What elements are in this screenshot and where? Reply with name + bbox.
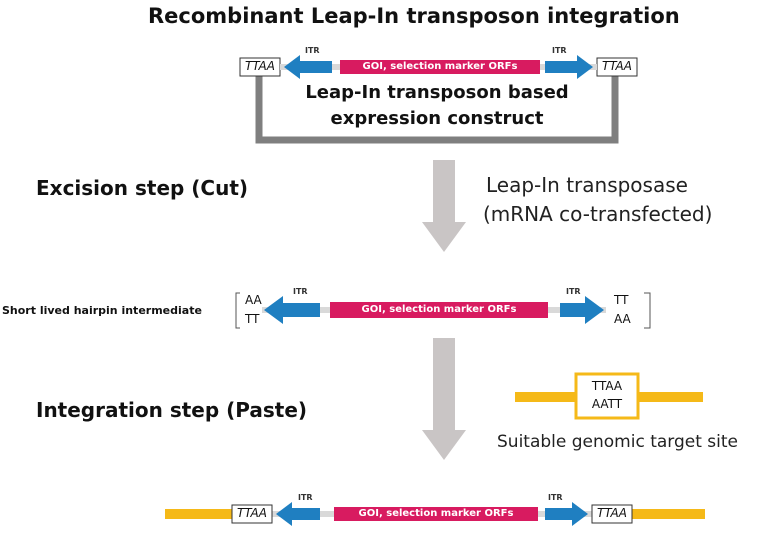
itr-left-arrow	[284, 55, 332, 79]
hairpin-right-bottom: AA	[614, 312, 631, 326]
result-itr-right-label: ITR	[548, 493, 563, 502]
itr-right-arrow	[560, 296, 604, 324]
hairpin-itr-right-label: ITR	[566, 287, 581, 296]
hairpin-goi-label: GOI, selection marker ORFs	[361, 304, 517, 315]
target-site-top: TTAA	[591, 379, 623, 393]
step-down-arrow	[422, 338, 466, 460]
hairpin-goi-bar	[330, 302, 548, 318]
integration-heading: Integration step (Paste)	[36, 398, 308, 422]
result-left-ttaa-box	[231, 504, 273, 524]
hairpin-left-top: AA	[245, 293, 262, 307]
hairpin-left-bracket	[235, 292, 240, 329]
construct-caption-line2: expression construct	[330, 108, 544, 129]
excision-note-line1: Leap-In transposase	[486, 173, 688, 197]
itr-left-arrow	[276, 502, 320, 526]
construct-goi-label: GOI, selection marker ORFs	[362, 61, 518, 72]
result-goi-label: GOI, selection marker ORFs	[358, 508, 514, 519]
itr-right-arrow	[545, 55, 593, 79]
itr-left-arrow	[264, 296, 320, 324]
result-right-ttaa-box	[591, 504, 633, 524]
construct-itr-right-label: ITR	[552, 46, 567, 55]
hairpin-left-bottom: TT	[245, 312, 260, 326]
excision-heading: Excision step (Cut)	[36, 176, 249, 200]
target-site-bottom: AATT	[591, 397, 623, 411]
result-itr-left-label: ITR	[298, 493, 313, 502]
construct-caption-line1: Leap-In transposon based	[305, 82, 569, 103]
construct-itr-left-label: ITR	[305, 46, 320, 55]
construct-backbone-bracket	[255, 76, 619, 144]
result-goi-bar	[334, 507, 538, 521]
itr-right-arrow	[545, 502, 588, 526]
hairpin-right-top: TT	[614, 293, 629, 307]
result-right-ttaa-label: TTAA	[597, 506, 627, 520]
page-title: Recombinant Leap-In transposon integrati…	[148, 4, 680, 28]
target-site-box	[574, 372, 640, 420]
hairpin-itr-left-label: ITR	[293, 287, 308, 296]
result-left-ttaa-label: TTAA	[237, 506, 267, 520]
step-down-arrow	[422, 160, 466, 252]
construct-right-ttaa-label: TTAA	[602, 59, 632, 73]
target-site-caption: Suitable genomic target site	[497, 432, 739, 452]
hairpin-label: Short lived hairpin intermediate	[2, 304, 202, 317]
construct-left-ttaa-label: TTAA	[245, 59, 275, 73]
excision-note-line2: (mRNA co-transfected)	[483, 202, 713, 226]
hairpin-right-bracket	[644, 292, 651, 329]
construct-goi-bar	[340, 60, 540, 74]
